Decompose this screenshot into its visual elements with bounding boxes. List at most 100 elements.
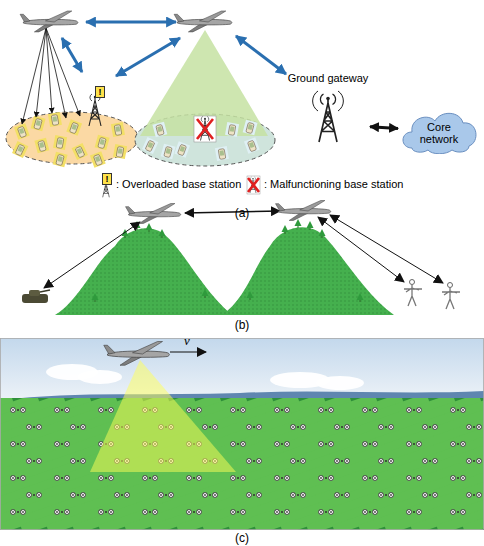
sensor-cross bbox=[231, 408, 245, 412]
tree bbox=[247, 291, 254, 298]
sensor-cross bbox=[451, 442, 465, 446]
ground-sensor bbox=[422, 424, 437, 429]
warning-mark: ! bbox=[95, 86, 105, 98]
ground-sensor bbox=[246, 492, 261, 497]
ground-sensor bbox=[378, 492, 393, 497]
ground-sensor bbox=[334, 424, 349, 429]
sensor-cross bbox=[423, 459, 437, 463]
sensor-cross bbox=[27, 425, 41, 429]
sensor-dot bbox=[369, 511, 371, 513]
phone-body bbox=[114, 125, 122, 136]
phone-body bbox=[69, 122, 78, 133]
phone-body bbox=[98, 137, 106, 148]
ground-sensor bbox=[10, 441, 25, 446]
tree-trunk bbox=[137, 228, 138, 230]
ground-sensor bbox=[70, 424, 85, 429]
relay-link bbox=[318, 217, 404, 282]
gateway-station: Ground gateway bbox=[286, 72, 370, 156]
uav-tail bbox=[104, 345, 115, 354]
sensor-dot bbox=[193, 409, 195, 411]
ground-sensor bbox=[54, 509, 69, 514]
panel-label: (c) bbox=[235, 531, 249, 545]
tree bbox=[202, 289, 209, 296]
phone-screen bbox=[19, 128, 24, 134]
sensor-dot bbox=[253, 426, 255, 428]
sensor-dot bbox=[457, 443, 459, 445]
sensor-dot bbox=[325, 443, 327, 445]
phone-highlight bbox=[34, 138, 49, 154]
phone-highlight bbox=[48, 112, 62, 127]
sensor-cross bbox=[247, 493, 261, 497]
panel-a bbox=[6, 11, 286, 197]
node-label: Ground gateway bbox=[286, 72, 370, 85]
sensor-dot bbox=[237, 511, 239, 513]
ground-sensor bbox=[70, 458, 85, 463]
field-stripe bbox=[412, 398, 484, 530]
sensor-cross bbox=[335, 459, 349, 463]
phone-screen bbox=[180, 146, 185, 152]
ground-sensor bbox=[274, 509, 289, 514]
sensor-dot bbox=[369, 409, 371, 411]
uav-icon bbox=[276, 201, 331, 221]
sensor-cross bbox=[203, 493, 217, 497]
sensor-cross bbox=[275, 510, 289, 514]
phone-screen bbox=[72, 124, 77, 130]
ground-sensor bbox=[334, 492, 349, 497]
phone-highlight bbox=[142, 137, 158, 154]
failed-station-box bbox=[247, 176, 260, 194]
tree bbox=[92, 293, 99, 300]
sensor-cross bbox=[55, 408, 69, 412]
sensor-cross bbox=[319, 442, 333, 446]
sensor-dot bbox=[297, 460, 299, 462]
legend-entry: : Overloaded base station bbox=[116, 178, 241, 191]
user-phone bbox=[12, 141, 28, 158]
ground-sensor bbox=[54, 441, 69, 446]
sensor-dot bbox=[253, 494, 255, 496]
ground-sensor bbox=[202, 424, 217, 429]
user-phone bbox=[31, 116, 46, 132]
sensor-dot bbox=[297, 426, 299, 428]
ground-sensor bbox=[290, 458, 305, 463]
soldier-body bbox=[404, 285, 422, 306]
phone-highlight bbox=[152, 122, 167, 138]
soldier-icon bbox=[404, 280, 422, 307]
tower-icon bbox=[319, 94, 337, 142]
sensor-cross bbox=[143, 510, 157, 514]
sensor-cross bbox=[363, 476, 377, 480]
ground-sensor bbox=[158, 492, 173, 497]
sensor-cross bbox=[451, 510, 465, 514]
ground-sensor bbox=[378, 458, 393, 463]
phone-highlight bbox=[244, 137, 260, 153]
tower-mast bbox=[89, 97, 101, 126]
phone-highlight bbox=[243, 120, 258, 136]
ground-sensor bbox=[246, 424, 261, 429]
phone-body bbox=[116, 147, 124, 158]
panel-c bbox=[0, 338, 484, 530]
sensor-cross bbox=[319, 476, 333, 480]
ground-sensor bbox=[362, 475, 377, 480]
ground-sensor bbox=[290, 424, 305, 429]
uav-tail bbox=[20, 14, 30, 22]
user-phone bbox=[53, 152, 68, 168]
tree-trunk bbox=[285, 232, 286, 234]
node-label: Core network bbox=[414, 121, 464, 145]
tree bbox=[307, 221, 314, 228]
uav-wing bbox=[133, 342, 163, 355]
sensor-dot bbox=[457, 409, 459, 411]
sensor-dot bbox=[61, 511, 63, 513]
user-phone bbox=[111, 122, 125, 137]
panel-frame bbox=[1, 339, 484, 530]
ground-sensor bbox=[406, 441, 421, 446]
antenna-tip bbox=[326, 97, 330, 101]
ground-sensor bbox=[318, 407, 333, 412]
uav-icon bbox=[174, 11, 232, 32]
user-phone bbox=[34, 138, 49, 154]
phone-highlight bbox=[31, 116, 46, 132]
sensor-cross bbox=[187, 510, 201, 514]
ground-sensor bbox=[246, 458, 261, 463]
ground-sensor bbox=[450, 407, 465, 412]
sensor-cross bbox=[407, 510, 421, 514]
sensor-dot bbox=[473, 460, 475, 462]
phone-screen bbox=[36, 120, 41, 126]
ground-sensor bbox=[290, 492, 305, 497]
